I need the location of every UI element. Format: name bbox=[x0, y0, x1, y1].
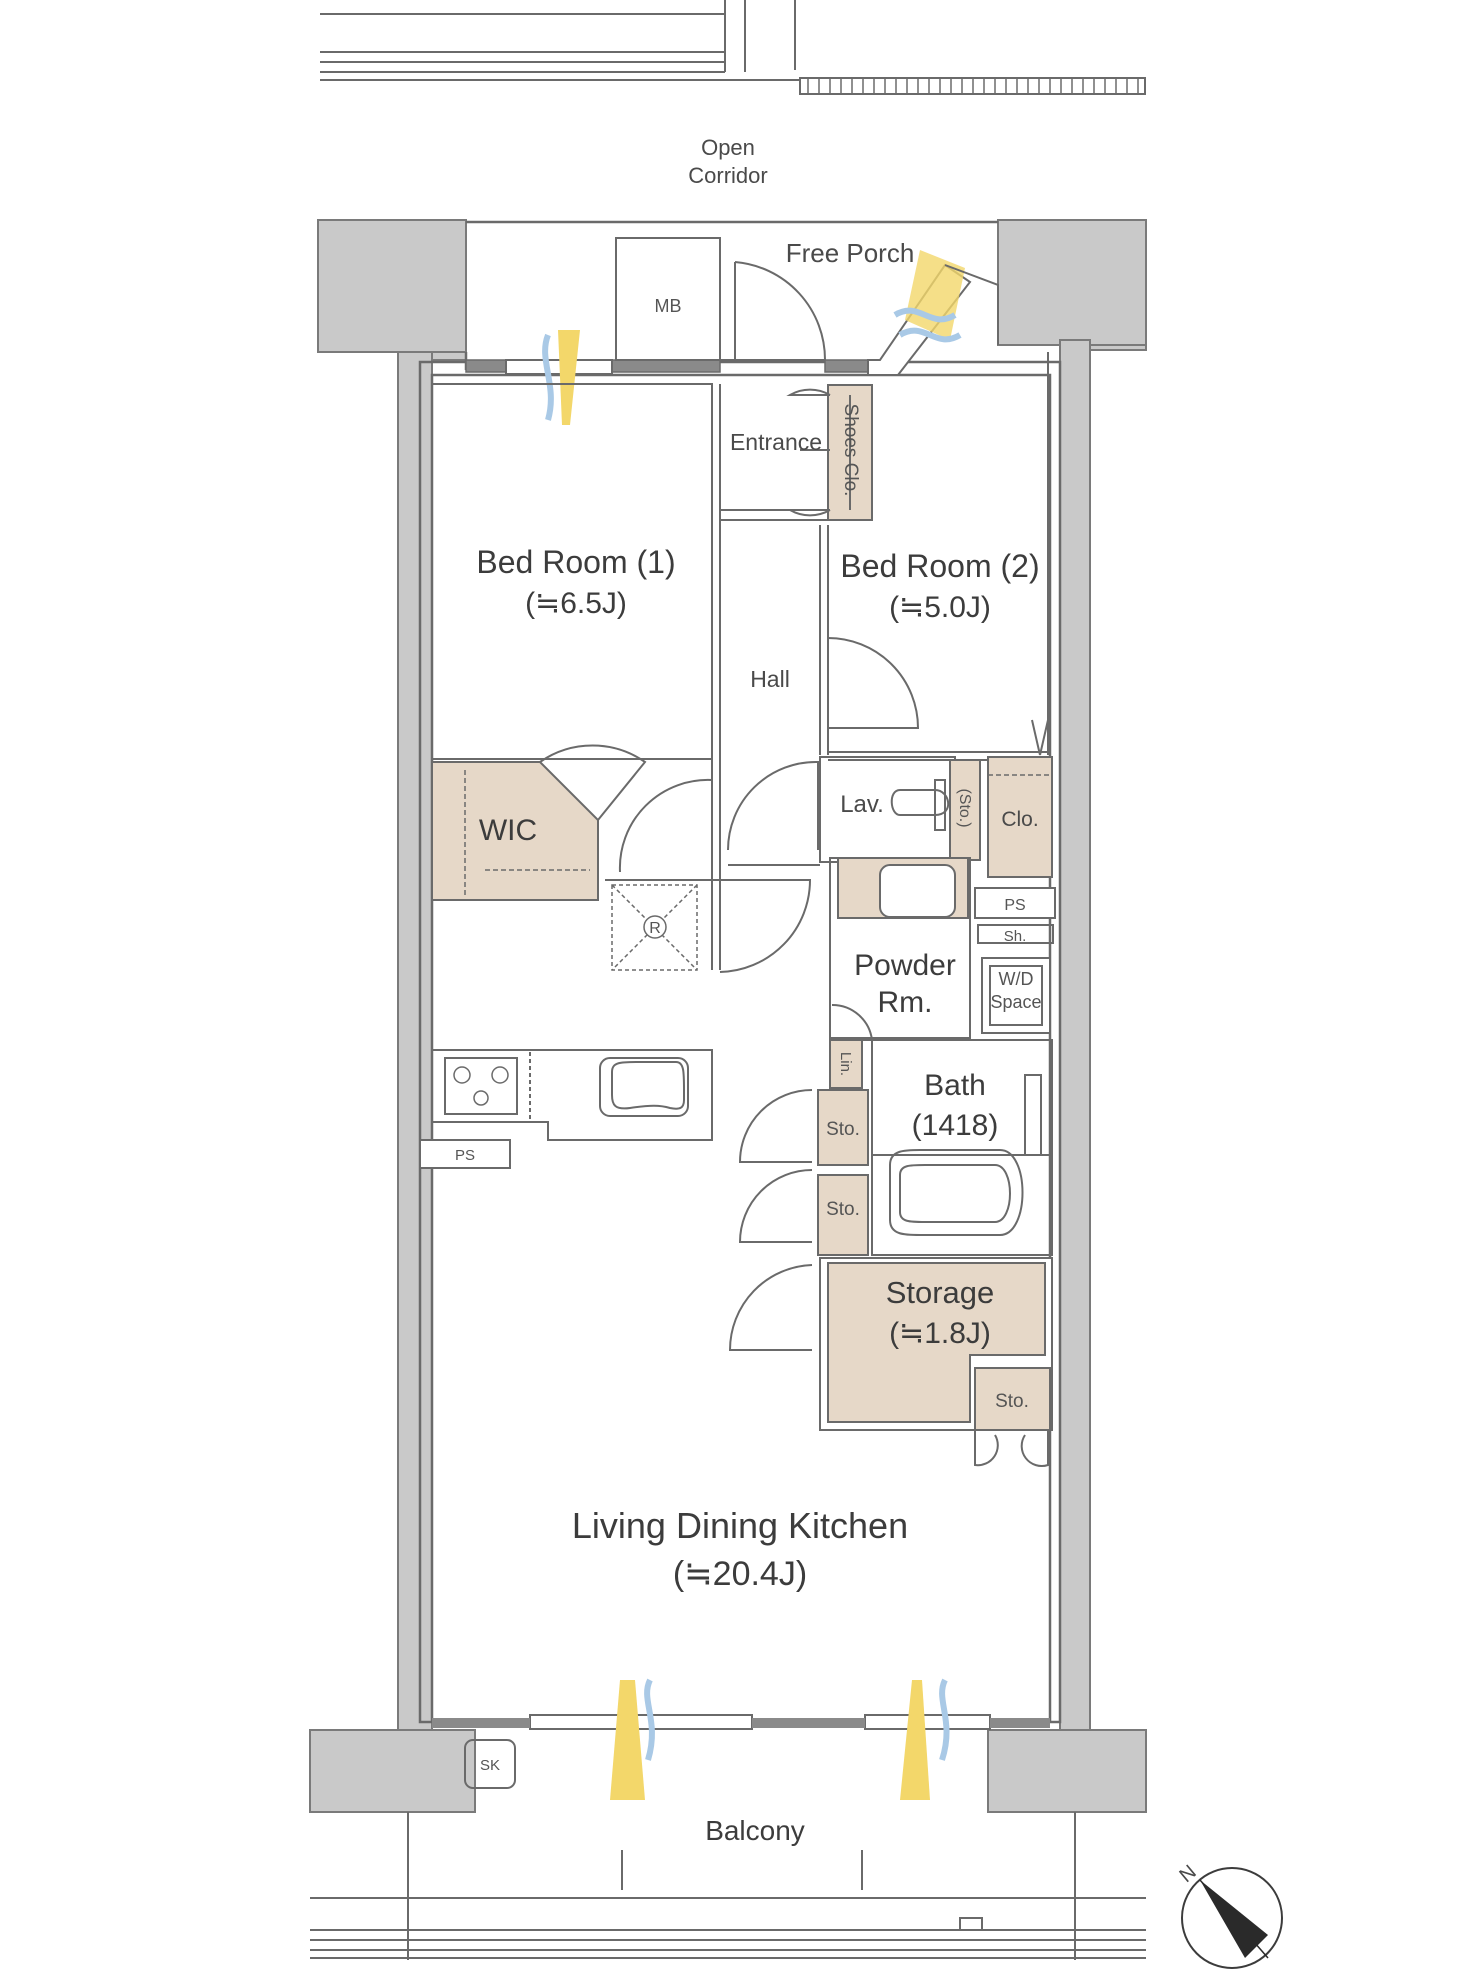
sto-vertical-label: (Sto.) bbox=[956, 788, 973, 827]
balcony-label: Balcony bbox=[705, 1815, 805, 1846]
wic-label: WIC bbox=[479, 814, 537, 847]
wd-line2: Space bbox=[990, 992, 1041, 1012]
mb-label: MB bbox=[655, 296, 682, 316]
stove-burners bbox=[453, 1066, 509, 1106]
free-porch-label: Free Porch bbox=[786, 238, 915, 268]
porch-window bbox=[867, 250, 999, 376]
bedroom2-size: (≒5.0J) bbox=[889, 591, 991, 624]
powder-room bbox=[829, 857, 1054, 1041]
ldk-size: (≒20.4J) bbox=[673, 1555, 807, 1593]
wic bbox=[431, 744, 647, 901]
north-compass bbox=[1181, 1867, 1283, 1969]
sk-label: SK bbox=[480, 1757, 500, 1774]
ldk-window-left bbox=[529, 1678, 753, 1800]
storage-size: (≒1.8J) bbox=[889, 1317, 991, 1350]
ps-top bbox=[974, 887, 1056, 919]
ldk-window-right bbox=[864, 1678, 991, 1800]
bath-size: (1418) bbox=[912, 1109, 999, 1142]
bedroom1-window bbox=[505, 330, 613, 425]
bedroom1-size: (≒6.5J) bbox=[525, 587, 627, 620]
linen bbox=[829, 1039, 863, 1089]
entrance-label: Entrance bbox=[730, 429, 822, 455]
sto3-label: Sto. bbox=[995, 1391, 1029, 1412]
bedroom2-walls bbox=[819, 352, 1050, 761]
powder-line1: Powder bbox=[854, 949, 956, 982]
lin-label: Lin. bbox=[837, 1052, 854, 1076]
ps-top-label: PS bbox=[1004, 897, 1025, 914]
corridor-railing bbox=[320, 0, 1146, 95]
left-wall bbox=[309, 219, 476, 1813]
powder-line2: Rm. bbox=[878, 986, 933, 1019]
storage-room bbox=[728, 1257, 1053, 1468]
corridor-railing-hatch bbox=[807, 78, 1139, 94]
clo-label: Clo. bbox=[1001, 808, 1038, 831]
entrance-door bbox=[720, 261, 827, 361]
bath-name: Bath bbox=[924, 1069, 986, 1102]
sto1-label: Sto. bbox=[826, 1119, 860, 1140]
entrance-area bbox=[720, 384, 873, 521]
closet-bedroom2 bbox=[987, 756, 1053, 878]
lav-label: Lav. bbox=[840, 791, 884, 818]
bedroom1-name: Bed Room (1) bbox=[476, 544, 675, 580]
storage-name: Storage bbox=[886, 1275, 995, 1310]
sto-cabinets bbox=[738, 1089, 869, 1256]
kitchen-counter bbox=[432, 1049, 713, 1141]
refrigerator-space bbox=[611, 884, 698, 971]
wd-line1: W/D bbox=[999, 969, 1034, 989]
shoes-clo-label: Shoes Clo. bbox=[840, 404, 861, 497]
open-corridor-line2: Corridor bbox=[688, 163, 767, 188]
ps-kitchen-label: PS bbox=[455, 1147, 475, 1164]
right-wall bbox=[987, 219, 1147, 1813]
ps-kitchen-box bbox=[419, 1139, 511, 1169]
mb-box bbox=[615, 237, 721, 361]
hall-label: Hall bbox=[750, 666, 790, 692]
bedroom2-name: Bed Room (2) bbox=[840, 548, 1039, 584]
open-corridor-line1: Open bbox=[701, 135, 755, 160]
refrigerator-label: R bbox=[649, 920, 661, 937]
hall-doors bbox=[605, 760, 820, 973]
ldk-name: Living Dining Kitchen bbox=[572, 1505, 908, 1546]
bottom-exterior-wall bbox=[432, 1718, 1050, 1728]
bath bbox=[871, 1039, 1053, 1256]
sh-label: Sh. bbox=[1004, 928, 1027, 945]
sto2-label: Sto. bbox=[826, 1199, 860, 1220]
top-exterior-wall bbox=[465, 359, 884, 373]
balcony bbox=[310, 1739, 1146, 1960]
